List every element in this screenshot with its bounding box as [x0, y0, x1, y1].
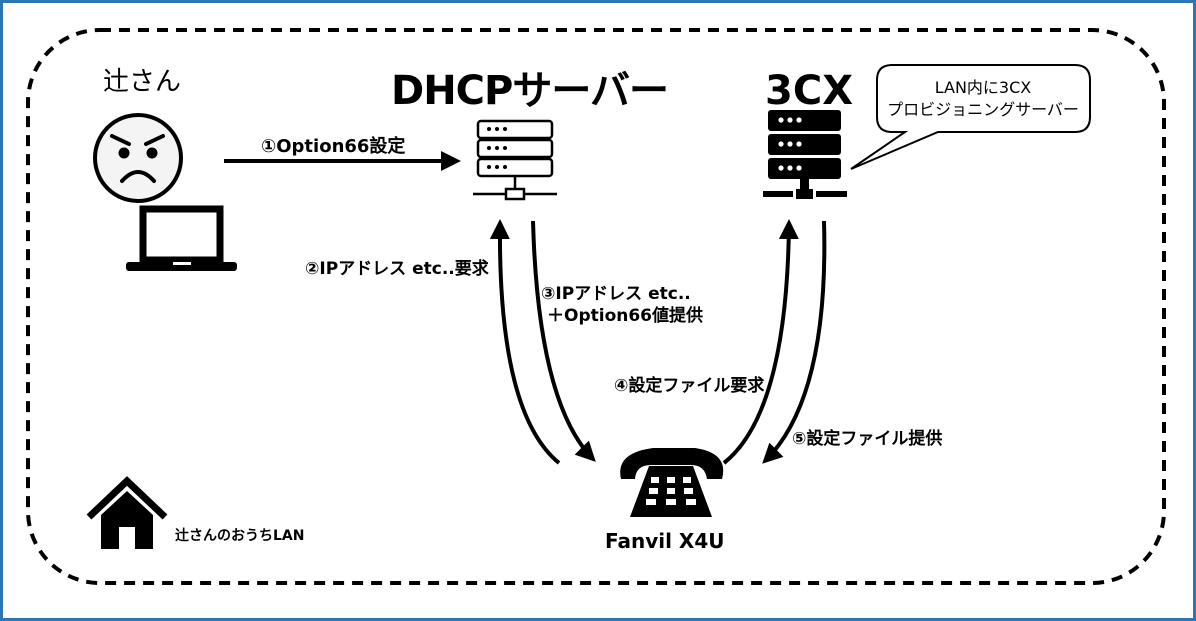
person-name: 辻さん: [103, 67, 182, 97]
step-3-label-line-2: ＋Option66値提供: [547, 306, 704, 326]
phone-icon: [620, 448, 724, 517]
diagram-graphics: [26, 28, 1166, 585]
arrow-ip-request: [489, 219, 561, 465]
callout-text: LAN内に3CX プロビジョニングサーバー: [876, 65, 1090, 133]
callout-line-1: LAN内に3CX: [934, 78, 1032, 97]
callout-line-2: プロビジョニングサーバー: [887, 100, 1079, 119]
step-5-label: ⑤設定ファイル提供: [792, 429, 943, 449]
dhcp-server-title: DHCPサーバー: [391, 68, 669, 114]
laptop-icon: [126, 205, 237, 271]
phone-model-label: Fanvil X4U: [605, 529, 725, 553]
house-icon: [86, 476, 168, 549]
cx-server-title: 3CX: [765, 68, 854, 114]
arrow-config-provide: [762, 220, 827, 464]
arrow-config-request: [722, 219, 799, 465]
step-2-label: ②IPアドレス etc..要求: [305, 259, 489, 279]
server-icon: [473, 119, 557, 201]
server-icon: [763, 110, 847, 199]
callout-bubble: [850, 64, 1091, 170]
arrow-ip-offer: [531, 220, 596, 462]
step-4-label: ④設定ファイル要求: [614, 376, 765, 396]
lan-boundary: [26, 28, 1166, 585]
home-lan-label: 辻さんのおうちLAN: [175, 528, 305, 544]
angry-face-icon: [93, 113, 183, 203]
step-3-label-line-1: ③IPアドレス etc..: [541, 284, 691, 304]
step-1-label: ①Option66設定: [261, 136, 406, 157]
